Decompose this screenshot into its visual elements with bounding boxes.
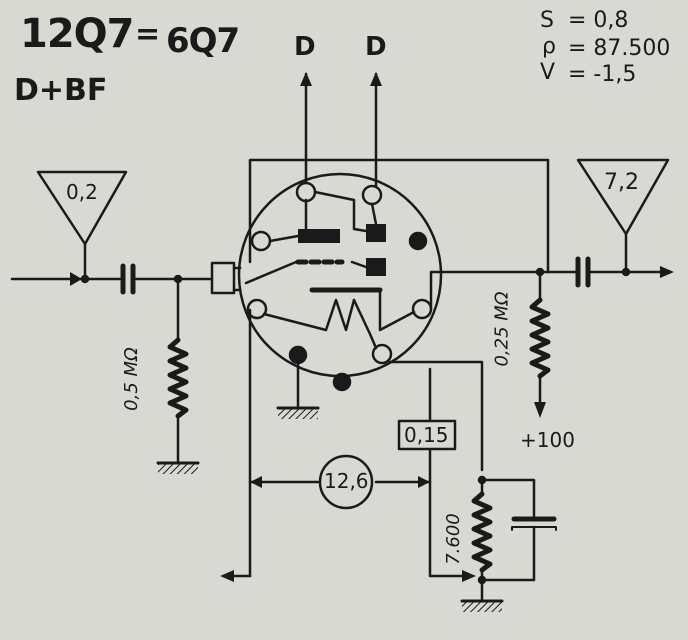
grid-resistor (167, 277, 189, 464)
tube-function: D+BF (14, 73, 108, 108)
heater-pin (288, 345, 308, 365)
cathode-resistor (471, 478, 493, 602)
tube-envelope (237, 172, 443, 378)
param-v-value: = -1,5 (568, 62, 637, 87)
ground-cathode (460, 599, 504, 612)
heater-voltage-dimension (248, 454, 432, 510)
diode-2-label: D (365, 32, 387, 62)
tube-pins (246, 181, 433, 365)
diode-pin-dot (408, 231, 428, 251)
grid-resistor-label: 0,5 MΩ (120, 347, 142, 411)
param-rho-label: ρ (542, 34, 556, 59)
output-capacitor (546, 256, 674, 288)
plate-lead (429, 270, 550, 311)
equivalent-tube: 6Q7 (166, 21, 240, 61)
ground-grid (156, 461, 200, 474)
plate-resistor-label: 0,25 MΩ (491, 291, 513, 367)
tube-type: 12Q7 (20, 11, 134, 57)
diode-1-lead (300, 72, 312, 185)
plate-resistor (529, 270, 551, 418)
ground-heater (276, 406, 320, 419)
equals-sign: = (135, 17, 160, 52)
diode-1-label: D (294, 32, 316, 62)
heater-voltage-label: 12,6 (324, 469, 369, 493)
diode-2-lead (370, 72, 382, 188)
param-v-label: V (540, 60, 556, 85)
param-rho-value: = 87.500 (568, 36, 671, 61)
cathode-current-box (397, 419, 457, 451)
cathode-capacitor (480, 478, 557, 582)
input-capacitor (120, 263, 214, 295)
output-gain-label: 7,2 (604, 170, 639, 195)
grid-cap (210, 261, 242, 295)
supply-label: +100 (520, 428, 575, 452)
heater-wiring (220, 158, 550, 582)
tube-electrodes (244, 190, 416, 350)
input-gain-triangle (36, 170, 128, 281)
param-s-value: = 0,8 (568, 8, 629, 33)
param-s-label: S (540, 8, 554, 33)
cathode-lead (388, 360, 484, 472)
cathode-ground-node (477, 575, 487, 585)
output-gain-triangle (576, 158, 670, 274)
input-gain-label: 0,2 (66, 180, 98, 204)
cathode-resistor-label: 7.600 (442, 513, 464, 565)
input-arrow (10, 272, 124, 286)
key-pin (332, 372, 352, 392)
cathode-current-label: 0,15 (404, 423, 449, 447)
